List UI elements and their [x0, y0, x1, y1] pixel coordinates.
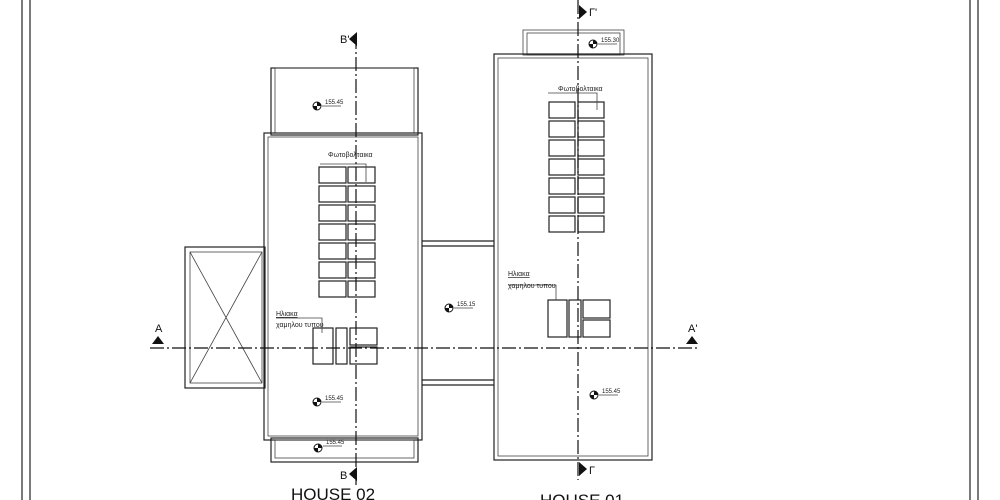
pv-panel	[318, 242, 347, 260]
solar-label-house-01-line2: χαμηλου τυπου	[508, 283, 556, 290]
section-arrow-a-prime	[686, 336, 698, 344]
pv-panel	[347, 242, 376, 260]
solar-label-house-02-line1: Ηλιακα	[276, 311, 298, 318]
pv-panel	[347, 280, 376, 298]
pv-panel	[347, 204, 376, 222]
section-arrow-g-prime	[579, 5, 587, 19]
section-label-b-prime: B'	[340, 34, 349, 46]
pv-panel	[548, 215, 576, 233]
elevation-marker: 155.45	[312, 100, 344, 111]
section-label-a: A	[155, 323, 163, 335]
section-arrow-b-prime	[349, 32, 357, 46]
elevation-markers: 155.45 155.45 155.45 155.15 155.30 155.4…	[312, 38, 621, 453]
section-arrow-g	[579, 462, 587, 476]
elevation-marker: 155.15	[444, 302, 476, 313]
pv-panel	[548, 158, 576, 176]
elevation-marker: 155.30	[588, 38, 620, 49]
solar-heaters-house-01	[547, 299, 611, 338]
solar-label-house-02-line2: χαμηλου τυπου	[276, 322, 324, 329]
pv-panel	[577, 139, 605, 157]
section-label-g-prime: Γ'	[589, 7, 597, 19]
pv-panel	[548, 101, 576, 119]
elevation-value: 155.30	[601, 38, 620, 44]
pv-panel	[318, 204, 347, 222]
elevation-marker: 155.45	[589, 389, 621, 400]
house-01-plan	[493, 29, 653, 461]
pv-panel	[548, 177, 576, 195]
elevation-value: 155.45	[602, 389, 621, 395]
pv-label-house-01: Φωτοβολταικα	[558, 86, 603, 93]
section-markers: A A' B' B Γ' Γ	[152, 5, 698, 482]
elevation-value: 155.45	[325, 100, 344, 106]
section-label-a-prime: A'	[688, 323, 697, 335]
elevation-value: 155.45	[326, 440, 345, 446]
house-01-title: HOUSE 01	[540, 491, 624, 500]
pv-panel	[318, 185, 347, 203]
house-02-plan	[184, 67, 423, 463]
connector	[422, 240, 494, 386]
pv-panel	[318, 166, 347, 184]
pv-panel	[577, 120, 605, 138]
pv-panel	[577, 101, 605, 119]
pv-panel	[548, 139, 576, 157]
pv-panels-house-02	[318, 166, 376, 298]
pv-panel	[548, 120, 576, 138]
house-02-title: HOUSE 02	[291, 485, 375, 500]
pv-panel	[318, 223, 347, 241]
pv-panel	[577, 177, 605, 195]
pv-panel	[577, 158, 605, 176]
pv-panel	[347, 223, 376, 241]
solar-heaters-house-02	[312, 327, 378, 365]
pv-panel	[318, 261, 347, 279]
pv-panel	[347, 166, 376, 184]
pv-label-house-02: Φωτοβολταικα	[328, 152, 373, 159]
pv-panel	[318, 280, 347, 298]
section-label-b: B	[340, 470, 347, 482]
elevation-marker: 155.45	[312, 396, 344, 407]
solar-label-house-01-line1: Ηλιακα	[508, 271, 530, 278]
pv-panel	[577, 196, 605, 214]
pv-panel	[548, 196, 576, 214]
elevation-marker: 155.45	[313, 440, 345, 453]
section-label-g: Γ	[589, 465, 595, 477]
elevation-value: 155.15	[457, 302, 476, 308]
section-arrow-a	[152, 336, 164, 344]
pv-panels-house-01	[548, 101, 605, 233]
pv-panel	[347, 261, 376, 279]
drawing-frame	[21, 0, 979, 500]
pv-panel	[577, 215, 605, 233]
section-arrow-b	[349, 467, 357, 481]
elevation-value: 155.45	[325, 396, 344, 402]
pv-panel	[347, 185, 376, 203]
